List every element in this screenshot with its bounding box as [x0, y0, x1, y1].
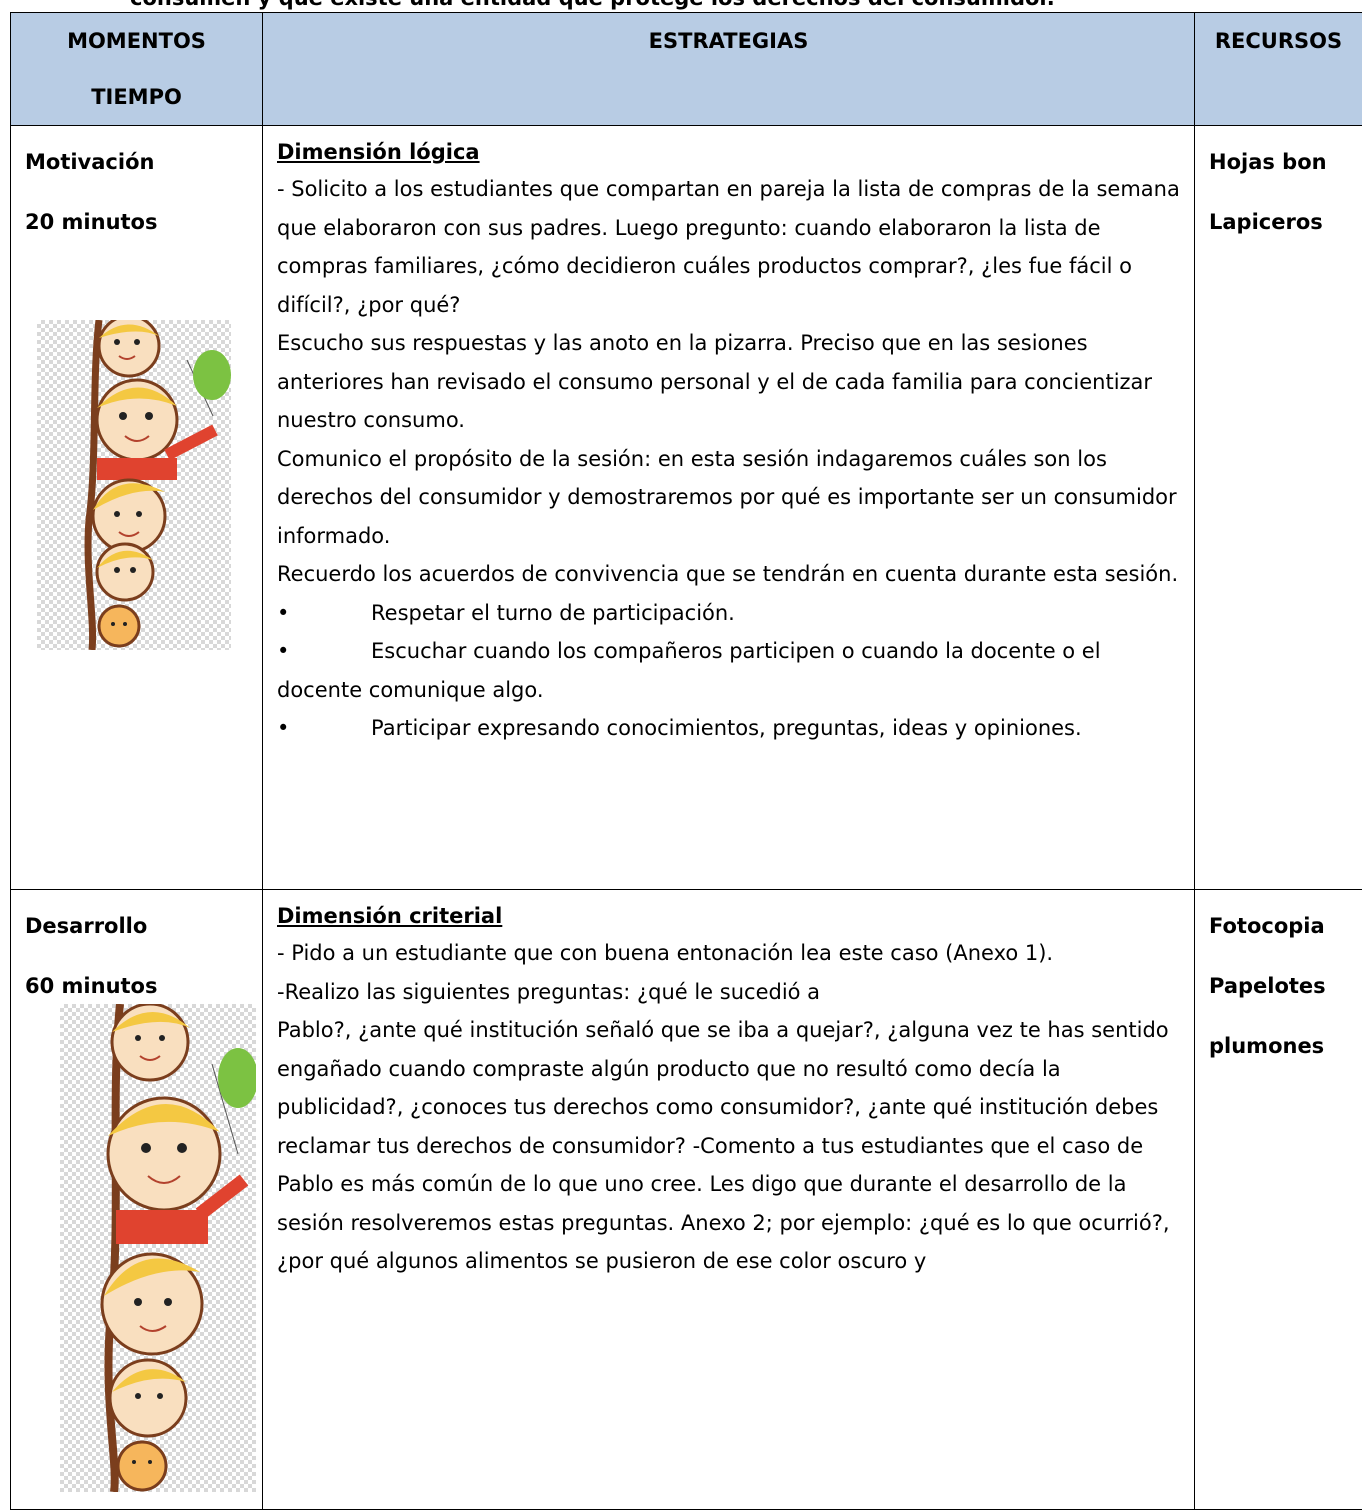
resource-item: Fotocopia: [1209, 896, 1362, 956]
kids-peeking-illustration: [37, 320, 231, 650]
resources-cell: Fotocopia Papelotes plumones: [1195, 890, 1362, 1510]
moment-name: Desarrollo: [25, 896, 262, 956]
strategy-paragraph: - Solicito a los estudiantes que compart…: [277, 170, 1184, 324]
table-header-row: MOMENTOS TIEMPO ESTRATEGIAS RECURSOS: [11, 13, 1362, 126]
strategy-paragraph: Pablo?, ¿ante qué institución señaló que…: [277, 1011, 1184, 1281]
strategy-paragraph: - Pido a un estudiante que con buena ent…: [277, 934, 1184, 973]
moment-time: 20 minutos: [25, 192, 262, 252]
header-momentos: MOMENTOS: [11, 13, 262, 69]
strategy-paragraph: -Realizo las siguientes preguntas: ¿qué …: [277, 973, 1184, 1012]
header-recursos: RECURSOS: [1195, 13, 1362, 126]
list-item: •Escuchar cuando los compañeros particip…: [277, 632, 1184, 709]
moment-name: Motivación: [25, 132, 262, 192]
header-fragment: consumen y que existe una entidad que pr…: [130, 0, 1055, 10]
resource-item: Hojas bon: [1209, 132, 1362, 192]
balloon-icon: [193, 350, 231, 400]
list-item: •Participar expresando conocimientos, pr…: [277, 709, 1184, 748]
list-item-text: Escuchar cuando los compañeros participe…: [277, 639, 1101, 702]
list-item: •Respetar el turno de participación.: [277, 594, 1184, 633]
list-item-text: Participar expresando conocimientos, pre…: [371, 716, 1082, 740]
dimension-title: Dimensión criterial: [277, 898, 1184, 934]
strategy-cell: Dimensión criterial - Pido a un estudian…: [263, 890, 1195, 1510]
header-estrategias: ESTRATEGIAS: [263, 13, 1195, 126]
list-item-text: Respetar el turno de participación.: [371, 601, 735, 625]
header-tiempo: TIEMPO: [11, 69, 262, 125]
resource-item: plumones: [1209, 1016, 1362, 1076]
strategy-paragraph: Recuerdo los acuerdos de convivencia que…: [277, 555, 1184, 594]
resource-item: Lapiceros: [1209, 192, 1362, 252]
strategy-paragraph: Comunico el propósito de la sesión: en e…: [277, 440, 1184, 556]
strategy-cell: Dimensión lógica - Solicito a los estudi…: [263, 126, 1195, 890]
kids-peeking-illustration: [60, 1004, 256, 1492]
resources-cell: Hojas bon Lapiceros: [1195, 126, 1362, 890]
resource-item: Papelotes: [1209, 956, 1362, 1016]
bullet-icon: •: [277, 709, 371, 748]
strategy-paragraph: Escucho sus respuestas y las anoto en la…: [277, 324, 1184, 440]
dimension-title: Dimensión lógica: [277, 134, 1184, 170]
balloon-icon: [218, 1048, 256, 1108]
bullet-icon: •: [277, 594, 371, 633]
header-momentos-tiempo: MOMENTOS TIEMPO: [11, 13, 263, 126]
bullet-icon: •: [277, 632, 371, 671]
